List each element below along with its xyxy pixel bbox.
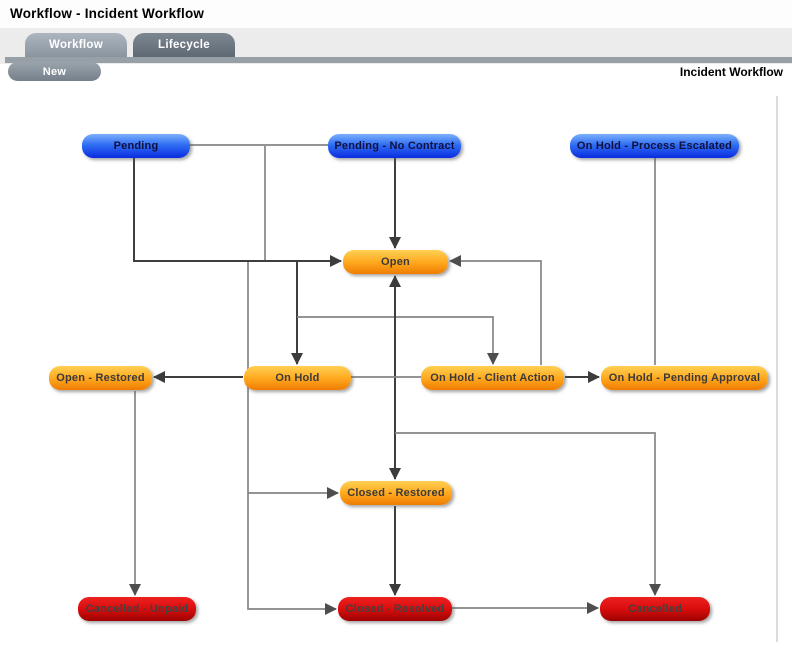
node-on-hold-client-action[interactable]: On Hold - Client Action <box>421 366 564 390</box>
node-closed-resolved[interactable]: Closed - Resolved <box>338 597 452 621</box>
node-cancelled[interactable]: Cancelled <box>600 597 710 621</box>
tab-strip: Workflow Lifecycle <box>0 28 792 64</box>
workflow-edge-5 <box>449 255 542 365</box>
node-on-hold-process-escalated[interactable]: On Hold - Process Escalated <box>570 134 739 158</box>
node-on-hold[interactable]: On Hold <box>244 366 351 390</box>
new-button[interactable]: New <box>8 62 101 81</box>
workflow-edge-12 <box>395 432 661 596</box>
workflow-edge-2 <box>133 158 342 267</box>
tab-lifecycle[interactable]: Lifecycle <box>133 33 235 57</box>
node-cancelled-unpaid[interactable]: Cancelled - Unpaid <box>78 597 196 621</box>
node-open-restored[interactable]: Open - Restored <box>49 366 152 390</box>
node-pending[interactable]: Pending <box>82 134 190 158</box>
tab-workflow[interactable]: Workflow <box>25 33 127 57</box>
canvas-right-border <box>776 96 778 642</box>
workflow-edge-7 <box>297 316 499 365</box>
tab-underline-bar <box>5 57 792 63</box>
node-closed-restored[interactable]: Closed - Restored <box>340 481 452 505</box>
node-on-hold-pending-approval[interactable]: On Hold - Pending Approval <box>601 366 768 390</box>
title-bar: Workflow - Incident Workflow <box>0 0 792 28</box>
node-pending-no-contract[interactable]: Pending - No Contract <box>328 134 461 158</box>
workflow-edge-8 <box>247 262 337 615</box>
page-title: Workflow - Incident Workflow <box>10 6 205 21</box>
node-open[interactable]: Open <box>343 250 448 274</box>
panel-title: Incident Workflow <box>679 65 783 79</box>
